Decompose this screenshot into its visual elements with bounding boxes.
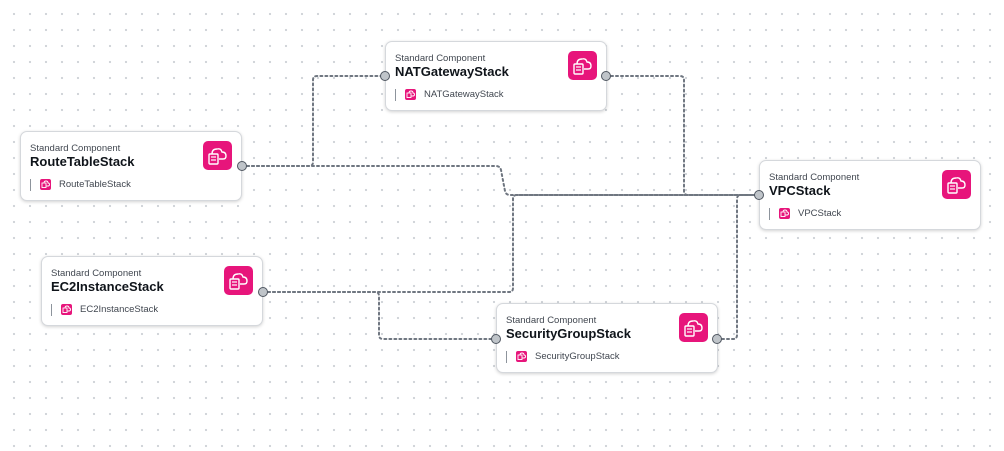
resource-row: RouteTableStack bbox=[30, 178, 131, 191]
resource-row: SecurityGroupStack bbox=[506, 350, 619, 363]
nat-output-port[interactable] bbox=[601, 71, 611, 81]
edge-natgateway-vpc[interactable] bbox=[605, 75, 760, 196]
resource-label: EC2InstanceStack bbox=[80, 304, 159, 315]
divider bbox=[395, 88, 396, 101]
nat-input-port[interactable] bbox=[380, 71, 390, 81]
edge-routetable-natgateway[interactable] bbox=[241, 75, 386, 167]
resource-icon bbox=[405, 89, 416, 100]
resource-label: RouteTableStack bbox=[59, 179, 131, 190]
node-routetablestack[interactable]: Standard Component RouteTableStack Route… bbox=[20, 131, 242, 201]
application-stack-icon bbox=[203, 141, 232, 170]
application-stack-icon bbox=[224, 266, 253, 295]
edge-securitygroup-vpc[interactable] bbox=[716, 194, 760, 340]
divider bbox=[506, 350, 507, 363]
node-title: RouteTableStack bbox=[30, 154, 135, 169]
application-stack-icon bbox=[942, 170, 971, 199]
securitygroup-input-port[interactable] bbox=[491, 334, 501, 344]
resource-row: NATGatewayStack bbox=[395, 88, 504, 101]
ec2instance-output-port[interactable] bbox=[258, 287, 268, 297]
divider bbox=[30, 178, 31, 191]
node-type-label: Standard Component bbox=[395, 53, 486, 64]
resource-row: EC2InstanceStack bbox=[51, 303, 158, 316]
resource-label: VPCStack bbox=[798, 208, 842, 219]
edge-ec2instance-securitygroup[interactable] bbox=[262, 291, 497, 340]
resource-icon bbox=[779, 208, 790, 219]
node-type-label: Standard Component bbox=[30, 143, 121, 154]
resource-icon bbox=[40, 179, 51, 190]
node-type-label: Standard Component bbox=[769, 172, 860, 183]
securitygroup-output-port[interactable] bbox=[712, 334, 722, 344]
vpc-input-port[interactable] bbox=[754, 190, 764, 200]
routetable-output-port[interactable] bbox=[237, 161, 247, 171]
node-vpcstack[interactable]: Standard Component VPCStack VPCStack bbox=[759, 160, 981, 230]
resource-row: VPCStack bbox=[769, 207, 841, 220]
node-title: VPCStack bbox=[769, 183, 831, 198]
node-natgatewaystack[interactable]: Standard Component NATGatewayStack NATGa… bbox=[385, 41, 607, 111]
resource-icon bbox=[61, 304, 72, 315]
edge-routetable-vpc[interactable] bbox=[241, 165, 760, 196]
application-stack-icon bbox=[568, 51, 597, 80]
resource-label: SecurityGroupStack bbox=[535, 351, 620, 362]
node-ec2instancestack[interactable]: Standard Component EC2InstanceStack EC2I… bbox=[41, 256, 263, 326]
resource-label: NATGatewayStack bbox=[424, 89, 504, 100]
edge-ec2instance-vpc[interactable] bbox=[262, 194, 760, 293]
application-stack-icon bbox=[679, 313, 708, 342]
divider bbox=[51, 303, 52, 316]
node-securitygroupstack[interactable]: Standard Component SecurityGroupStack Se… bbox=[496, 303, 718, 373]
node-title: NATGatewayStack bbox=[395, 64, 509, 79]
resource-icon bbox=[516, 351, 527, 362]
node-type-label: Standard Component bbox=[506, 315, 597, 326]
node-title: EC2InstanceStack bbox=[51, 279, 164, 294]
node-type-label: Standard Component bbox=[51, 268, 142, 279]
node-title: SecurityGroupStack bbox=[506, 326, 631, 341]
divider bbox=[769, 207, 770, 220]
